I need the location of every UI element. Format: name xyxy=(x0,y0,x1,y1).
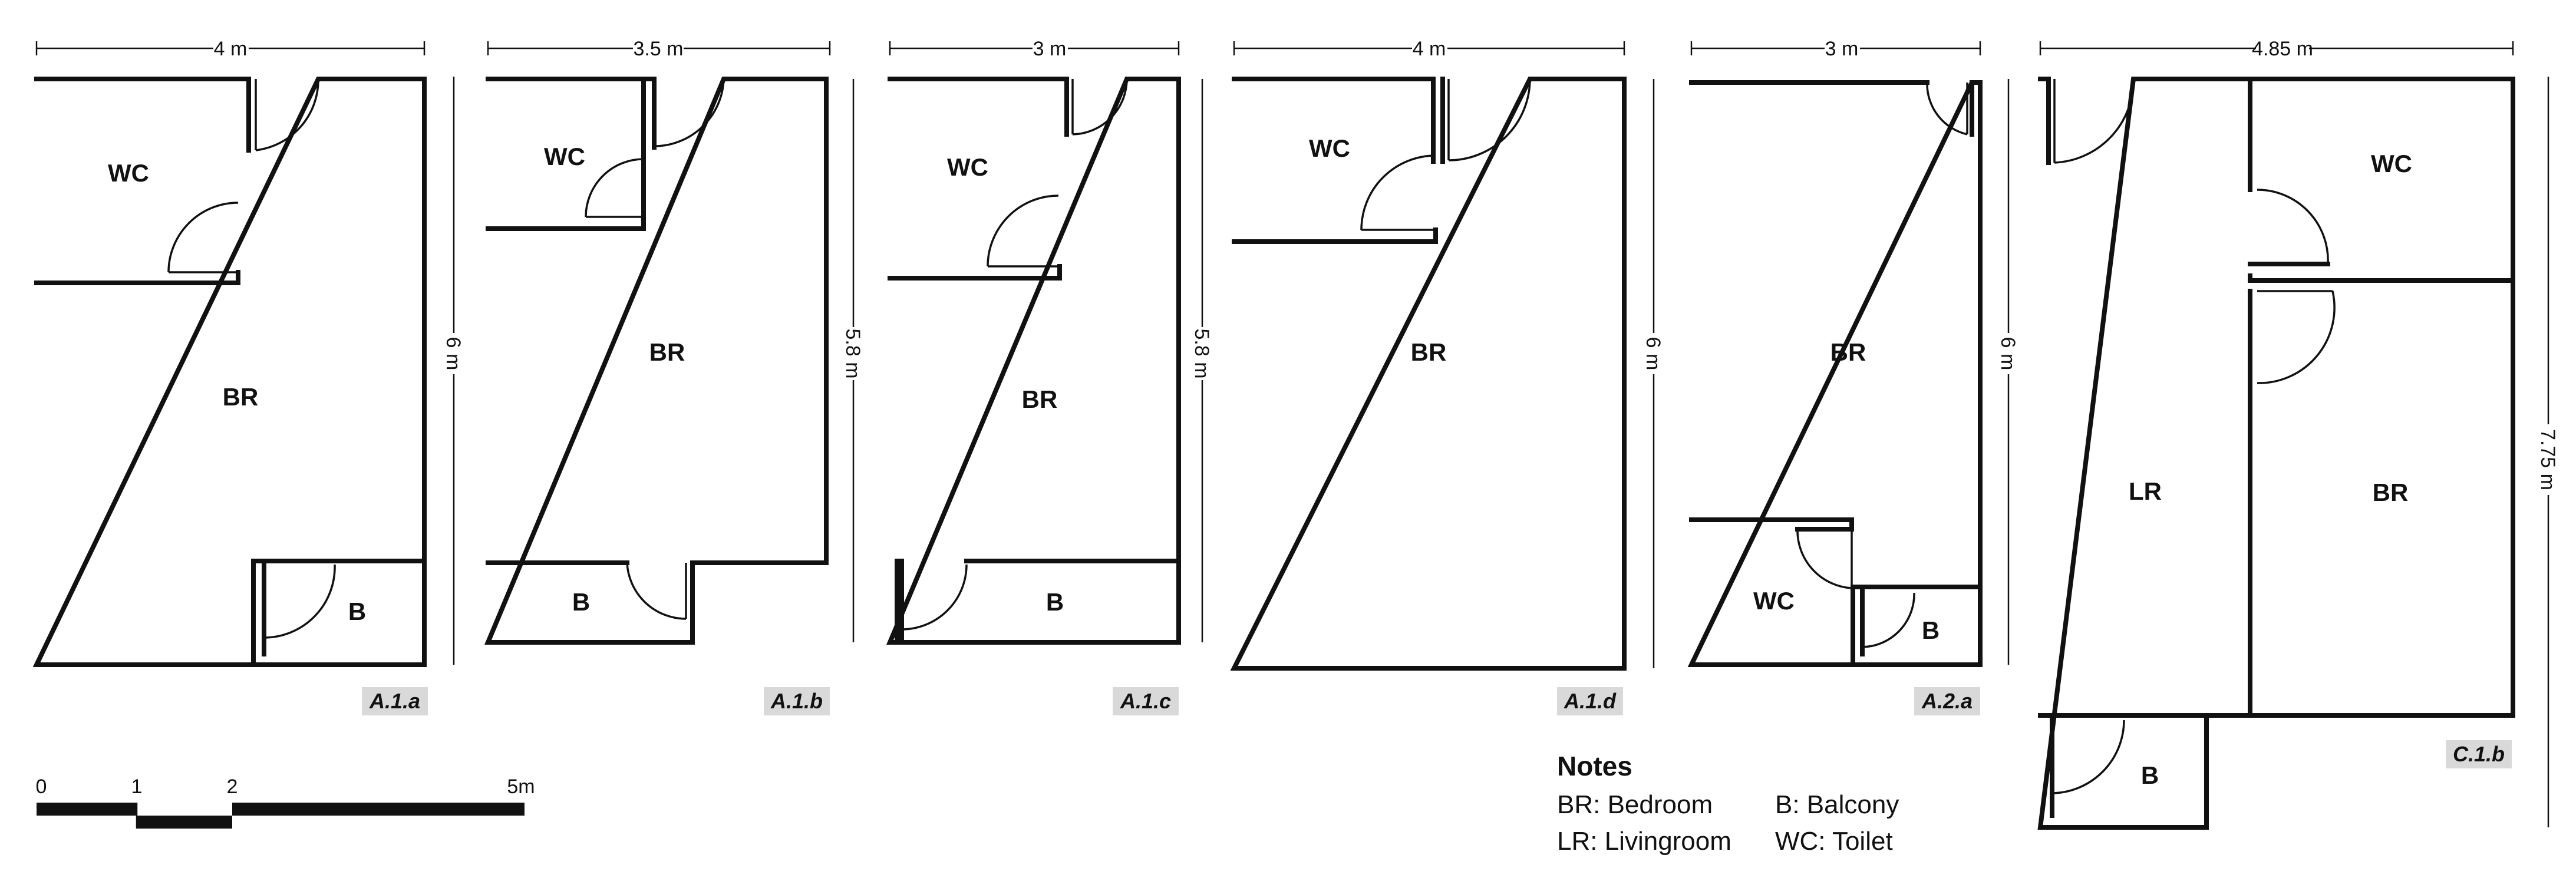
unit-a2a-height-dimension: 6 m xyxy=(1997,79,2019,665)
unit-a1d-tag: A.1.d xyxy=(1564,689,1617,713)
unit-a2a-wc-door xyxy=(1796,529,1853,589)
unit-c1b-wc-door xyxy=(2257,189,2329,265)
unit-a1c-height-dimension: 5.8 m xyxy=(1190,79,1213,642)
unit-a2a-tag: A.2.a xyxy=(1921,689,1973,713)
unit-a1b-tag: A.1.b xyxy=(770,689,823,713)
unit-a1c-wc-label: WC xyxy=(947,153,988,181)
unit-a1d-width-label: 4 m xyxy=(1413,38,1446,60)
scale-bar-segment-1-2 xyxy=(137,816,232,829)
unit-a1d-height-dimension: 6 m xyxy=(1642,79,1664,668)
notes-entry-br: BR: Bedroom xyxy=(1557,790,1713,819)
unit-a1a: 4 m 6 m WC BR B A.1.a xyxy=(32,37,464,715)
unit-a1b-height-label: 5.8 m xyxy=(842,328,864,378)
unit-a2a-wc-label: WC xyxy=(1753,587,1795,615)
unit-a1c-wc-door xyxy=(987,194,1060,268)
scale-tick-2: 2 xyxy=(227,776,238,798)
unit-a1c-br-label: BR xyxy=(1022,385,1058,413)
scale-tick-1: 1 xyxy=(131,776,143,798)
notes-legend: Notes BR: Bedroom B: Balcony LR: Livingr… xyxy=(1557,751,1899,856)
notes-entry-lr: LR: Livingroom xyxy=(1557,827,1731,856)
unit-c1b-wc-wall xyxy=(2248,262,2515,283)
unit-a1c: 3 m 5.8 m WC BR B A.1.c xyxy=(886,37,1213,715)
unit-a1b: 3.5 m 5.8 m WC BR B A.1.b xyxy=(484,37,864,715)
unit-c1b-bedroom-door xyxy=(2257,290,2336,384)
unit-a2a-height-label: 6 m xyxy=(1997,337,2019,371)
unit-a1a-tag: A.1.a xyxy=(369,689,420,713)
unit-a1a-wc-wall xyxy=(34,77,251,285)
unit-a2a-outer-wall xyxy=(1687,80,1983,667)
unit-a1d-entry-door xyxy=(1447,78,1531,161)
unit-c1b-partition-wall xyxy=(2038,77,2252,718)
unit-a1d-br-label: BR xyxy=(1411,338,1447,366)
unit-c1b-br-label: BR xyxy=(2373,479,2409,506)
unit-a1c-height-label: 5.8 m xyxy=(1190,328,1213,378)
unit-a1c-width-dimension: 3 m xyxy=(889,37,1180,60)
unit-c1b-balcony-door xyxy=(2051,720,2125,794)
unit-a2a-width-label: 3 m xyxy=(1825,38,1859,60)
unit-a1c-balcony-wall xyxy=(895,559,1181,645)
unit-a1b-outer-wall xyxy=(484,77,829,645)
unit-c1b-height-dimension: 7.75 m xyxy=(2537,77,2559,827)
unit-a1a-height-label: 6 m xyxy=(442,337,464,371)
unit-a1c-entry-door xyxy=(1071,78,1128,136)
unit-c1b-b-label: B xyxy=(2141,761,2159,789)
unit-a2a: 3 m 6 m BR WC B A.2.a xyxy=(1687,37,2019,715)
unit-a1b-width-dimension: 3.5 m xyxy=(487,37,831,60)
unit-a1b-wc-door xyxy=(585,158,644,218)
scale-bar-segment-2-5 xyxy=(232,803,525,816)
unit-a1a-height-dimension: 6 m xyxy=(442,77,464,665)
unit-a2a-width-dimension: 3 m xyxy=(1690,37,1981,60)
unit-a1b-height-dimension: 5.8 m xyxy=(842,79,864,642)
unit-a1d-wc-door xyxy=(1360,154,1436,231)
scale-tick-0: 0 xyxy=(36,776,47,798)
unit-a1c-width-label: 3 m xyxy=(1033,38,1067,60)
unit-a1c-tag: A.1.c xyxy=(1120,689,1171,713)
notes-title: Notes xyxy=(1557,751,1632,781)
scale-bar-segment-0-1 xyxy=(37,803,137,816)
unit-a2a-entry-door xyxy=(1926,82,1968,136)
unit-a1d-wc-label: WC xyxy=(1309,134,1350,162)
unit-a1d-wc-wall xyxy=(1232,77,1445,244)
unit-c1b-wc-label: WC xyxy=(2371,150,2412,177)
unit-a1b-entry-door xyxy=(653,78,725,147)
unit-c1b-height-label: 7.75 m xyxy=(2537,429,2559,490)
unit-a1b-b-label: B xyxy=(572,588,590,616)
scale-bar: 0 1 2 5m xyxy=(36,776,535,829)
unit-a1a-balcony-door xyxy=(263,564,336,639)
notes-entry-b: B: Balcony xyxy=(1775,790,1899,819)
scale-tick-5m: 5m xyxy=(507,776,535,798)
unit-a1b-width-label: 3.5 m xyxy=(633,38,683,60)
notes-entry-wc: WC: Toilet xyxy=(1775,827,1893,856)
unit-a1b-wc-label: WC xyxy=(544,143,585,170)
unit-a2a-b-label: B xyxy=(1922,616,1940,644)
unit-a1c-wc-wall xyxy=(888,77,1069,281)
unit-a1a-width-dimension: 4 m xyxy=(35,37,426,60)
unit-c1b-lr-label: LR xyxy=(2129,477,2162,505)
unit-a1a-wc-label: WC xyxy=(108,159,149,187)
unit-a1c-balcony-door xyxy=(901,564,968,631)
unit-c1b-entry-door xyxy=(2053,78,2135,164)
unit-a1a-entry-door xyxy=(255,78,319,151)
unit-a1a-outer-wall xyxy=(32,77,427,667)
unit-a1b-balcony-door xyxy=(626,562,687,620)
unit-a1a-wc-door xyxy=(167,202,239,273)
unit-a1b-br-label: BR xyxy=(649,338,685,366)
unit-a1d-height-label: 6 m xyxy=(1642,337,1664,371)
unit-c1b-tag: C.1.b xyxy=(2453,742,2505,766)
unit-a1c-outer-wall xyxy=(886,77,1181,645)
unit-a1a-width-label: 4 m xyxy=(214,38,248,60)
unit-c1b: 4.85 m 7.75 m LR WC BR B xyxy=(2037,37,2559,830)
unit-a1a-br-label: BR xyxy=(223,383,259,411)
unit-a2a-br-label: BR xyxy=(1830,338,1866,366)
unit-a1d-width-dimension: 4 m xyxy=(1233,37,1625,60)
unit-a1c-b-label: B xyxy=(1046,588,1064,616)
unit-a1a-b-label: B xyxy=(348,598,366,625)
unit-a1a-balcony-wall xyxy=(251,559,427,667)
unit-a2a-balcony-door xyxy=(1861,592,1915,648)
unit-c1b-width-label: 4.85 m xyxy=(2252,38,2313,60)
unit-c1b-width-dimension: 4.85 m xyxy=(2039,37,2514,60)
unit-a1d: 4 m 6 m WC BR A.1.d xyxy=(1230,37,1664,715)
unit-a1d-outer-wall xyxy=(1230,77,1627,671)
